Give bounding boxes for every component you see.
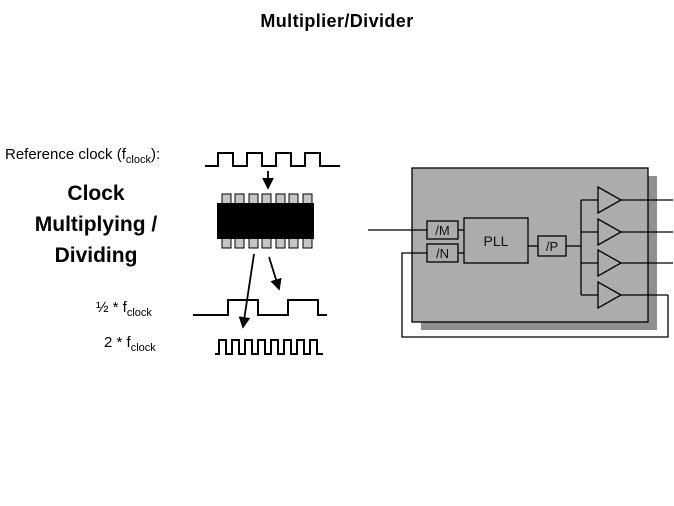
reference-clock-label: Reference clock (fclock): xyxy=(5,146,160,166)
double-rate-label-pre: 2 * f xyxy=(104,334,131,351)
ic-chip-pin xyxy=(261,237,272,249)
buffer-triangle xyxy=(597,217,623,247)
buffer-triangle xyxy=(597,248,623,278)
buffer-triangle xyxy=(597,280,623,310)
reference-clock-label-post: ): xyxy=(150,146,161,163)
divider-n-label: /N xyxy=(436,246,449,261)
ic-chip-pin xyxy=(234,193,245,205)
diagram-body xyxy=(411,167,649,323)
ic-chip-pin xyxy=(221,237,232,249)
reference-clock-label-sub: clock xyxy=(125,154,151,166)
ic-chip-pin xyxy=(234,237,245,249)
half-rate-label: ½ * fclock xyxy=(96,299,152,319)
feedback-line xyxy=(401,252,669,338)
half-rate-label-pre: ½ * f xyxy=(96,299,127,316)
clock-heading-line: Clock xyxy=(67,182,125,205)
double-rate-waveform xyxy=(215,339,323,355)
half-rate-label-sub: clock xyxy=(126,307,152,319)
ic-chip-pin xyxy=(275,237,286,249)
ic-chip-pin xyxy=(248,237,259,249)
ic-chip-pin xyxy=(288,193,299,205)
ic-chip-pin xyxy=(248,193,259,205)
arrow-chip-to-half-wave-icon xyxy=(268,256,282,291)
divider-m-label: /M xyxy=(435,223,449,238)
ic-chip xyxy=(217,193,314,249)
buffer-triangle xyxy=(597,185,623,215)
half-rate-waveform xyxy=(193,299,327,316)
ic-chip-pin xyxy=(221,193,232,205)
double-rate-label-sub: clock xyxy=(130,342,156,354)
ic-chip-body xyxy=(217,203,314,239)
reference-clock-waveform xyxy=(205,152,340,167)
pll-label: PLL xyxy=(484,233,509,249)
pll-block-diagram: /M /N PLL /P xyxy=(368,167,673,338)
arrow-chip-to-double-wave-icon xyxy=(238,253,255,329)
double-rate-label: 2 * fclock xyxy=(104,334,156,354)
ic-chip-pin xyxy=(288,237,299,249)
clock-heading: Clock Multiplying / Dividing xyxy=(4,178,188,271)
ic-chip-pin xyxy=(302,193,313,205)
ic-chip-pin xyxy=(302,237,313,249)
ic-chip-pin xyxy=(275,193,286,205)
divider-p-label: /P xyxy=(546,239,558,254)
pll-box xyxy=(463,217,529,264)
reference-clock-label-pre: Reference clock (f xyxy=(5,146,126,163)
ic-chip-pin xyxy=(261,193,272,205)
clock-heading-line: Multiplying / xyxy=(34,213,158,236)
clock-heading-line: Dividing xyxy=(54,244,138,267)
page-title: Multiplier/Divider xyxy=(260,11,414,31)
